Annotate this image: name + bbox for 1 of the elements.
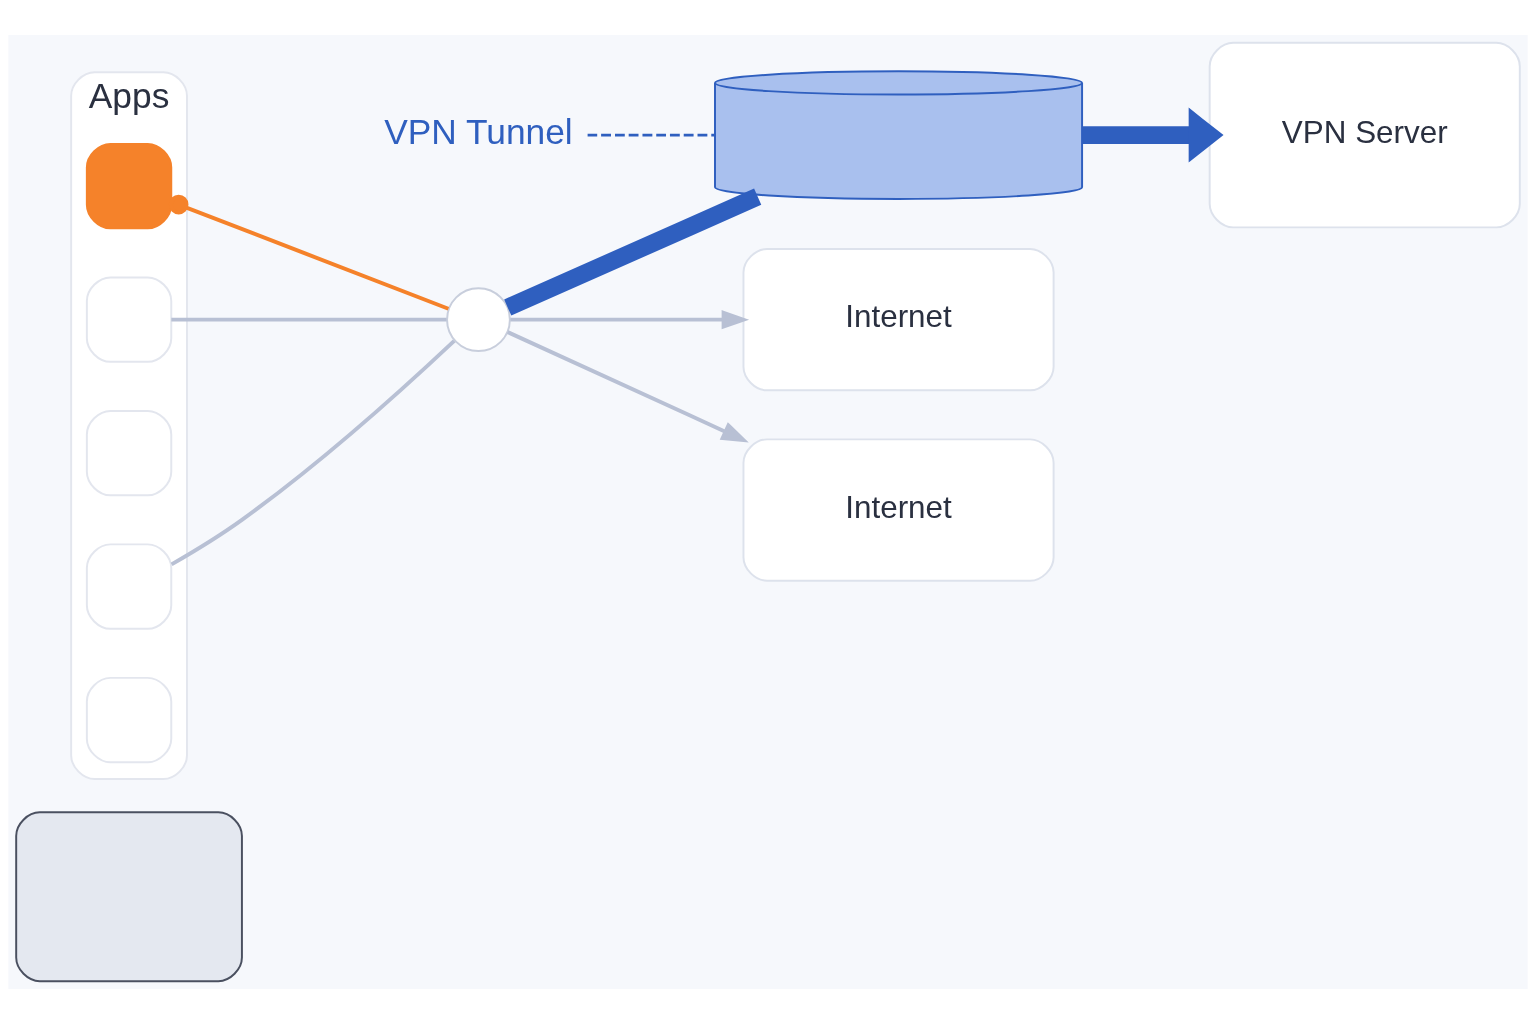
node-text: VPN Tunnel (384, 111, 573, 151)
